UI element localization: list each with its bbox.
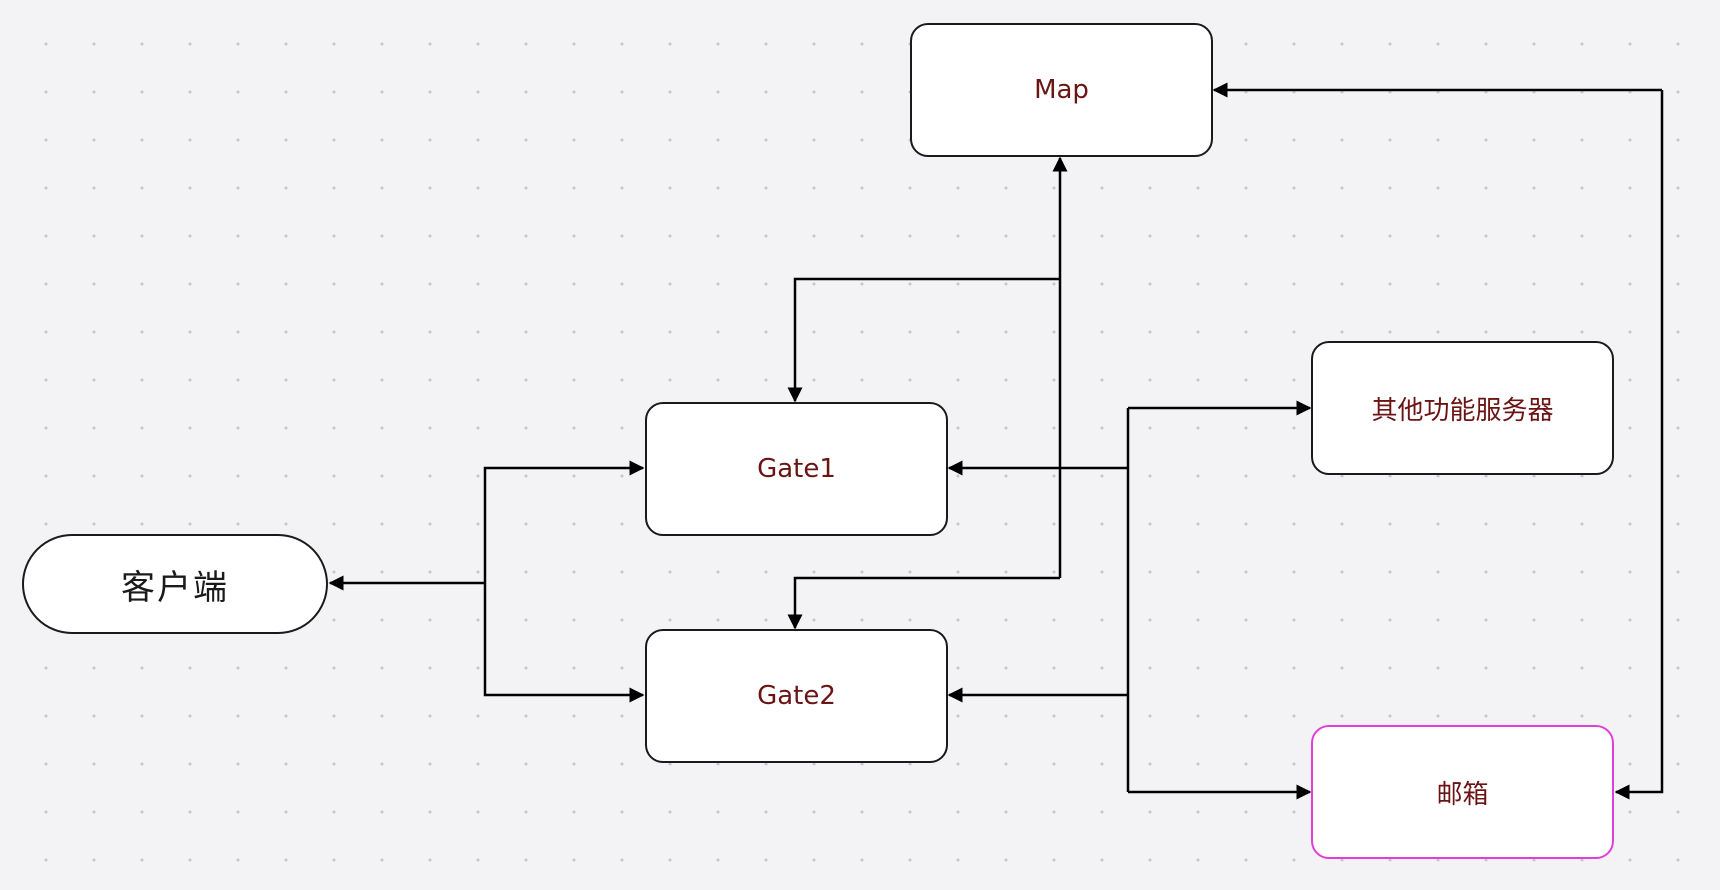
client-gate2-edge	[483, 583, 645, 703]
gate2-node[interactable]: Gate2	[645, 629, 948, 763]
map-node[interactable]: Map	[910, 23, 1213, 157]
gate1-node-label: Gate1	[757, 454, 836, 484]
client-node[interactable]: 客户端	[22, 534, 328, 634]
gate2-map-edge	[787, 576, 1060, 630]
other-servers-node-label: 其他功能服务器	[1371, 395, 1554, 426]
client-node-label: 客户端	[121, 567, 229, 608]
mailbox-node-label: 邮箱	[1436, 779, 1489, 810]
client-gate1-edge	[483, 460, 645, 583]
gate1-map-edge	[787, 277, 1060, 403]
mailbox-map-edge	[1614, 90, 1664, 800]
mailbox-node[interactable]: 邮箱	[1311, 725, 1614, 859]
gate1-node[interactable]: Gate1	[645, 402, 948, 536]
gate2-node-label: Gate2	[757, 681, 836, 711]
map-node-label: Map	[1034, 75, 1089, 105]
other-servers-node[interactable]: 其他功能服务器	[1311, 341, 1614, 475]
